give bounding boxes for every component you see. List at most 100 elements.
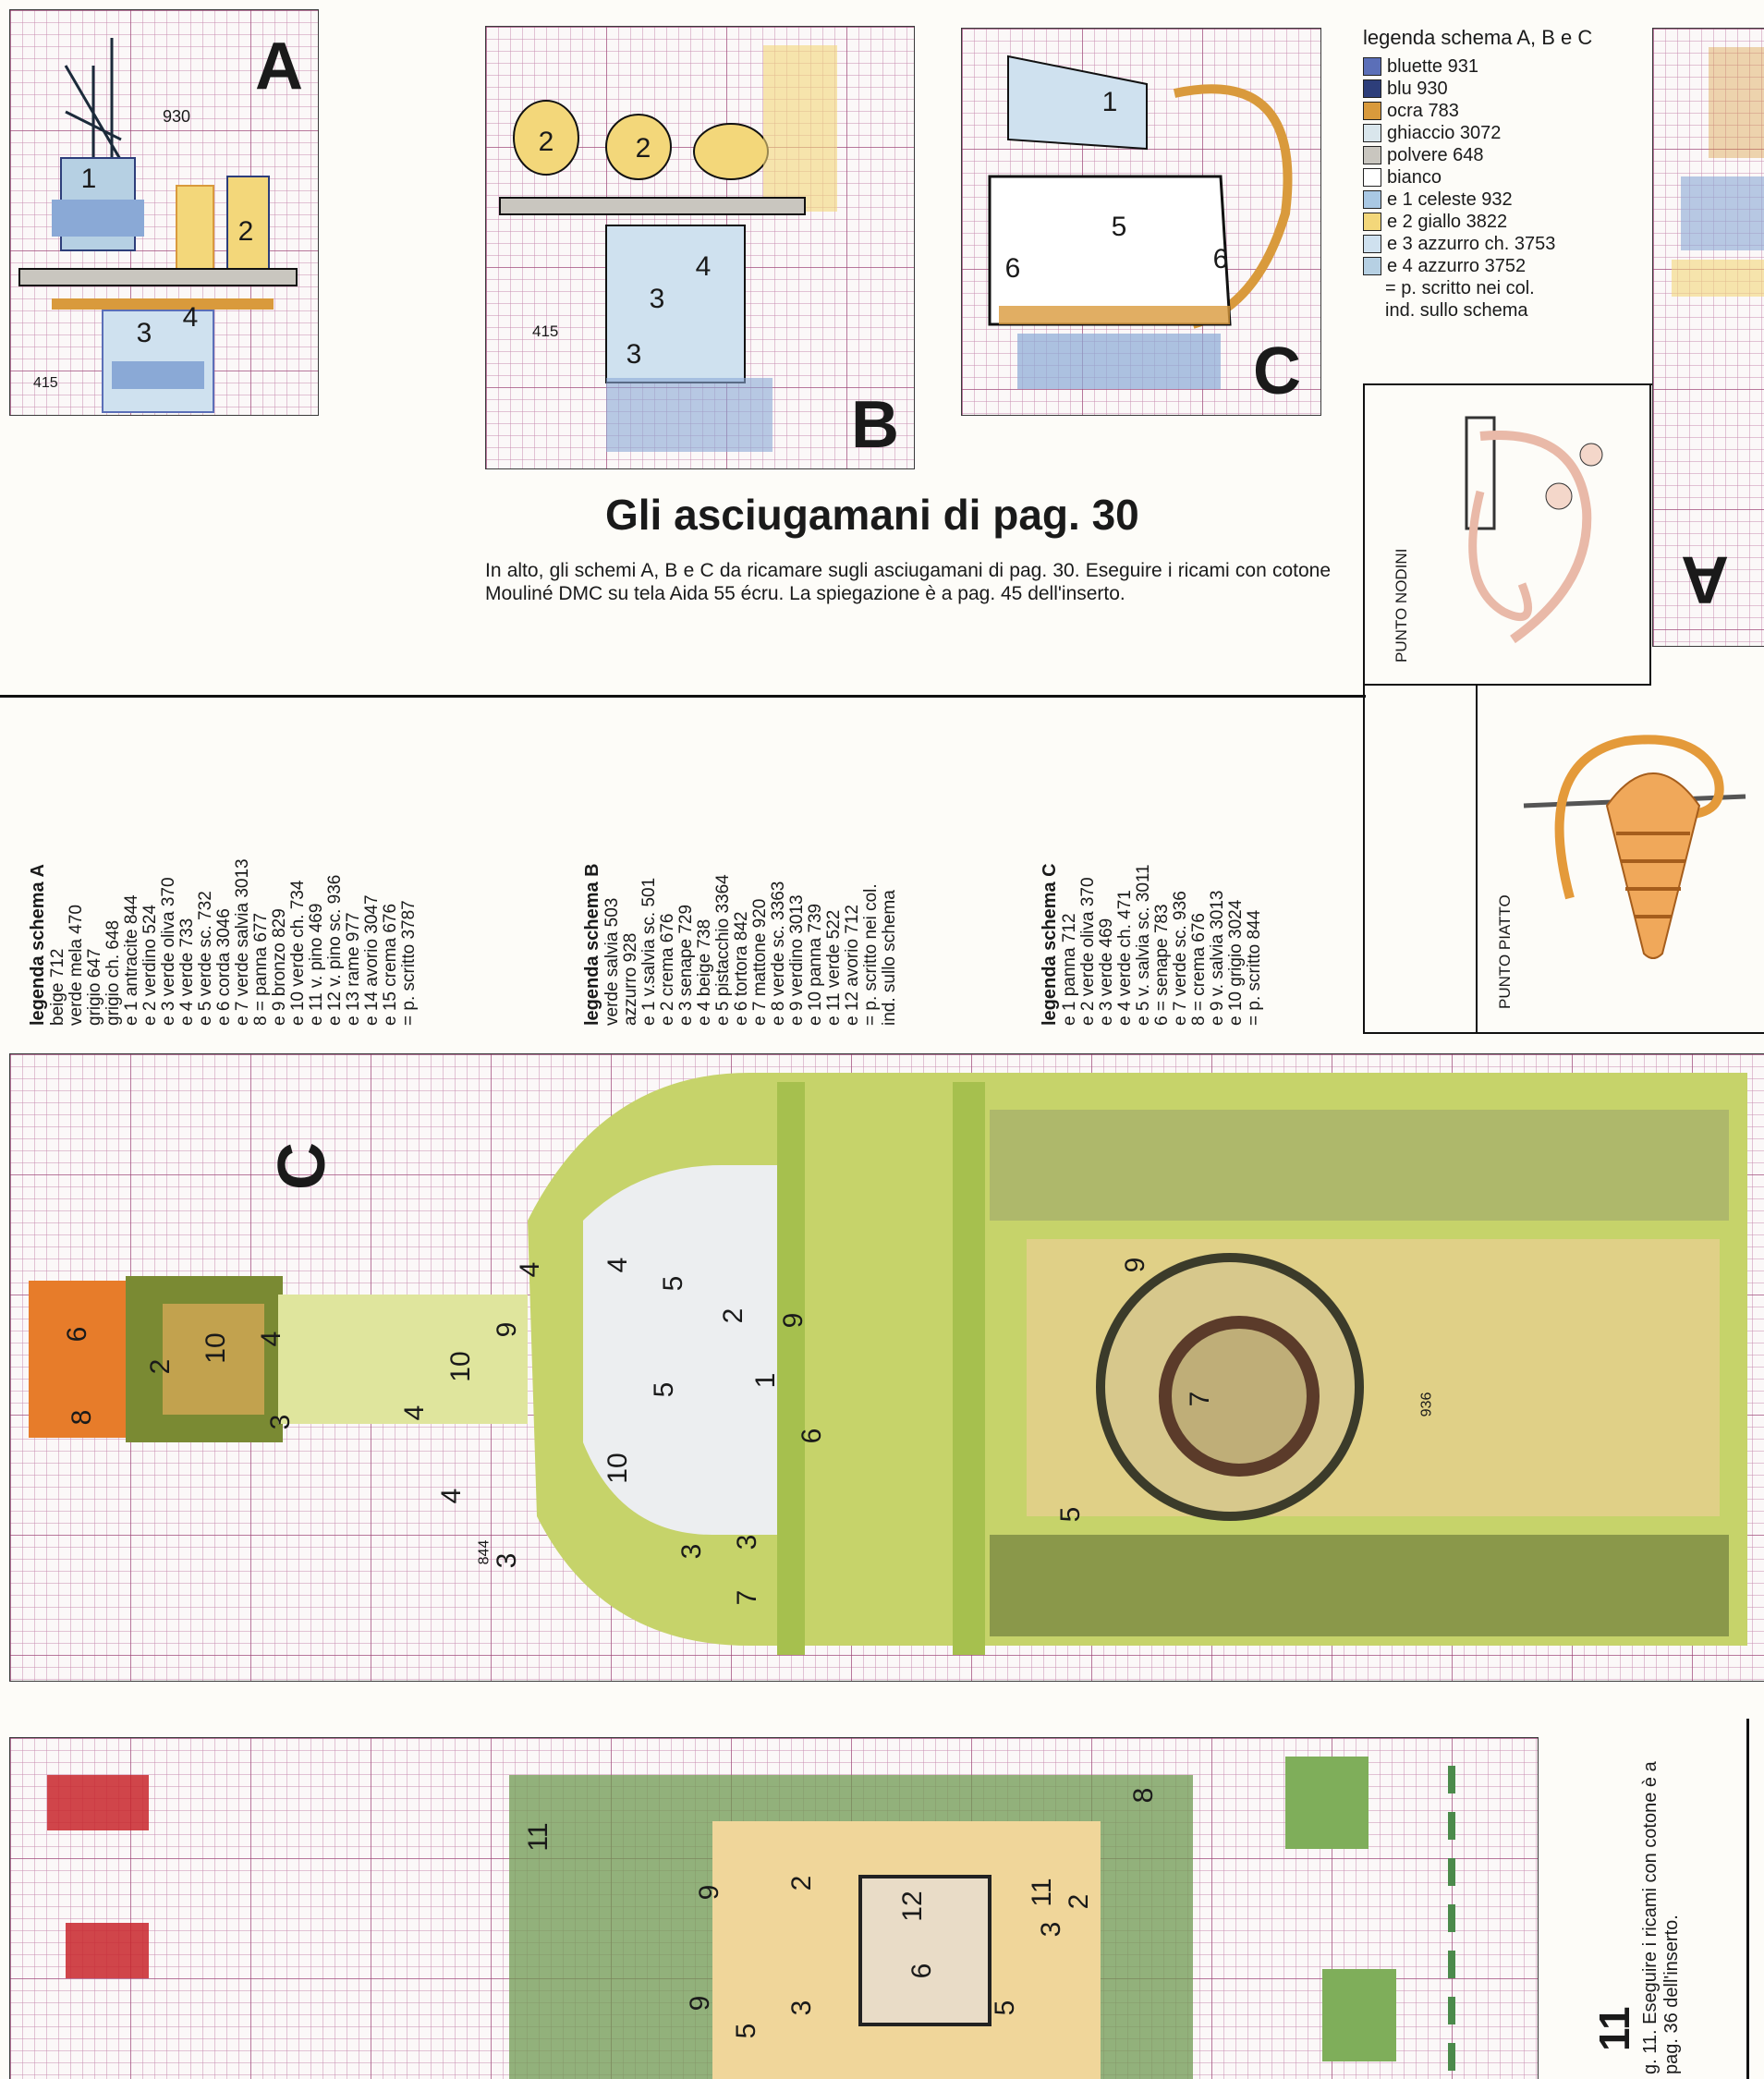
bottom-chart-number: 5 <box>990 2000 1020 2016</box>
legend-abc-label: blu 930 <box>1387 79 1448 99</box>
chart-b-letter: B <box>851 388 899 462</box>
legend-abc-label: e 2 giallo 3822 <box>1387 212 1508 232</box>
legend-abc-item: e 4 azzurro 3752 <box>1363 255 1631 277</box>
legend-c-item: 8 = crema 676 <box>1189 913 1209 1026</box>
color-swatch <box>1363 124 1381 142</box>
legend-b-item: azzurro 928 <box>621 932 640 1026</box>
legend-abc-item: = p. scritto nei col. <box>1363 277 1631 299</box>
legend-abc-item: e 2 giallo 3822 <box>1363 211 1631 233</box>
legend-b-item: ind. sullo schema <box>880 890 899 1026</box>
color-swatch <box>1363 146 1381 164</box>
legend-b-item: verde salvia 503 <box>602 897 622 1026</box>
chart-b-number: 2 <box>635 133 651 164</box>
legend-abc-heading: legenda schema A, B e C <box>1363 26 1593 49</box>
chart-c-number: 5 <box>1111 212 1127 242</box>
bottom-chart-number: 5 <box>731 2023 761 2039</box>
legend-b-item: e 3 senape 729 <box>676 904 696 1026</box>
bottle-number: 2 <box>718 1307 748 1324</box>
legend-abc-label: bianco <box>1387 167 1442 188</box>
side-chart-motif <box>1672 47 1764 297</box>
legend-b-item: e 12 avorio 712 <box>843 905 862 1026</box>
legend-c-heading: legenda schema C <box>1040 863 1060 1026</box>
color-swatch <box>1363 280 1380 297</box>
legend-abc-label: ghiaccio 3072 <box>1387 123 1502 143</box>
section-title: Gli asciugamani di pag. 30 <box>605 491 1139 539</box>
color-swatch <box>1363 302 1380 319</box>
bottom-chart-number: 12 <box>897 1891 928 1922</box>
bottle-number: 3 <box>265 1414 296 1430</box>
bottle-chart-letter: C <box>265 1142 339 1190</box>
legend-b-heading: legenda schema B <box>582 863 602 1026</box>
bottom-chart-number: 8 <box>1128 1787 1159 1804</box>
bottle-number: 5 <box>1055 1506 1086 1523</box>
legend-a-item: e 10 verde ch. 734 <box>288 880 308 1026</box>
legend-a-item: e 12 v. pino sc. 936 <box>325 874 345 1026</box>
divider-line <box>0 695 1366 698</box>
bottle-number: 2 <box>145 1358 176 1375</box>
bottom-chart-number: 6 <box>906 1963 937 1979</box>
bottom-chart-number: 2 <box>1064 1893 1094 1910</box>
legend-abc-label: ind. sullo schema <box>1385 300 1528 321</box>
legend-b-item: = p. scritto nei col. <box>861 883 881 1026</box>
bottle-number: 4 <box>436 1488 467 1504</box>
legend-a-item: e 2 verdino 524 <box>140 905 160 1026</box>
legend-c-item: e 1 panna 712 <box>1060 913 1079 1026</box>
bottle-number: 9 <box>1120 1257 1150 1273</box>
legend-a-item: e 1 antracite 844 <box>122 894 141 1026</box>
bottle-number: 1 <box>750 1372 781 1389</box>
legend-abc-item: ghiaccio 3072 <box>1363 122 1631 144</box>
legend-a-item: e 14 avorio 3047 <box>362 894 382 1026</box>
legend-b-item: e 1 v.salvia sc. 501 <box>639 877 659 1026</box>
legend-abc-item: blu 930 <box>1363 78 1631 100</box>
chart-b: B 2 2 4 3 3 415 <box>485 26 915 469</box>
legend-c-item: e 2 verde oliva 370 <box>1078 877 1098 1026</box>
legend-b-item: e 10 panna 739 <box>806 903 825 1026</box>
color-swatch <box>1363 257 1381 275</box>
chart-b-motif <box>499 45 837 452</box>
legend-a-item: e 6 corda 3046 <box>214 908 234 1026</box>
bottle-number: 8 <box>67 1409 97 1426</box>
bottom-chart-number: 9 <box>694 1884 724 1901</box>
legend-a-item: e 13 rame 977 <box>344 912 363 1026</box>
legend-a-item: grigio 647 <box>85 948 104 1026</box>
bottle-number: 4 <box>515 1261 545 1278</box>
legend-c-item: e 10 grigio 3024 <box>1226 899 1246 1026</box>
legend-abc-item: e 1 celeste 932 <box>1363 188 1631 211</box>
chart-c-number: 6 <box>1212 244 1229 274</box>
chart-a-letter: A <box>255 30 303 103</box>
bottom-chart-number: 9 <box>685 1995 715 2012</box>
bottle-number: 3 <box>492 1552 522 1569</box>
bottle-annotation-936: 936 <box>1418 1392 1435 1417</box>
legend-c-item: 6 = senape 783 <box>1152 904 1172 1026</box>
legend-a-item: grigio ch. 648 <box>103 919 123 1026</box>
legend-b-item: e 4 beige 738 <box>695 918 714 1026</box>
bottle-number: 10 <box>602 1453 633 1484</box>
chart-c-number: 1 <box>1101 87 1118 117</box>
bottle-number: 3 <box>732 1534 762 1550</box>
bottom-chart-number: 3 <box>786 2000 817 2016</box>
legend-a-item: e 3 verde oliva 370 <box>159 877 178 1026</box>
legend-a-item: e 7 verde salvia 3013 <box>233 858 252 1026</box>
legend-c-item: e 5 v. salvia sc. 3011 <box>1134 864 1153 1026</box>
bottom-chart-number: 11 <box>523 1822 554 1852</box>
color-swatch <box>1363 190 1381 209</box>
bottle-number: 5 <box>658 1275 688 1292</box>
bottom-chart-number: 2 <box>786 1875 817 1891</box>
bottle-number: 4 <box>602 1257 633 1273</box>
legend-a-item: e 4 verde 733 <box>177 918 197 1026</box>
stitch-label-nodini: PUNTO NODINI <box>1393 548 1410 663</box>
bottom-caption: g. 11. Eseguire i ricami con cotone è a … <box>1640 1761 1682 2074</box>
legend-a-item: e 15 crema 676 <box>381 903 400 1026</box>
legend-abc-item: bluette 931 <box>1363 55 1631 78</box>
legend-abc-label: e 4 azzurro 3752 <box>1387 256 1527 276</box>
chart-a-annotation: 415 <box>33 375 58 391</box>
bottle-number: 4 <box>256 1331 286 1347</box>
legend-b-item: e 6 tortora 842 <box>732 911 751 1026</box>
